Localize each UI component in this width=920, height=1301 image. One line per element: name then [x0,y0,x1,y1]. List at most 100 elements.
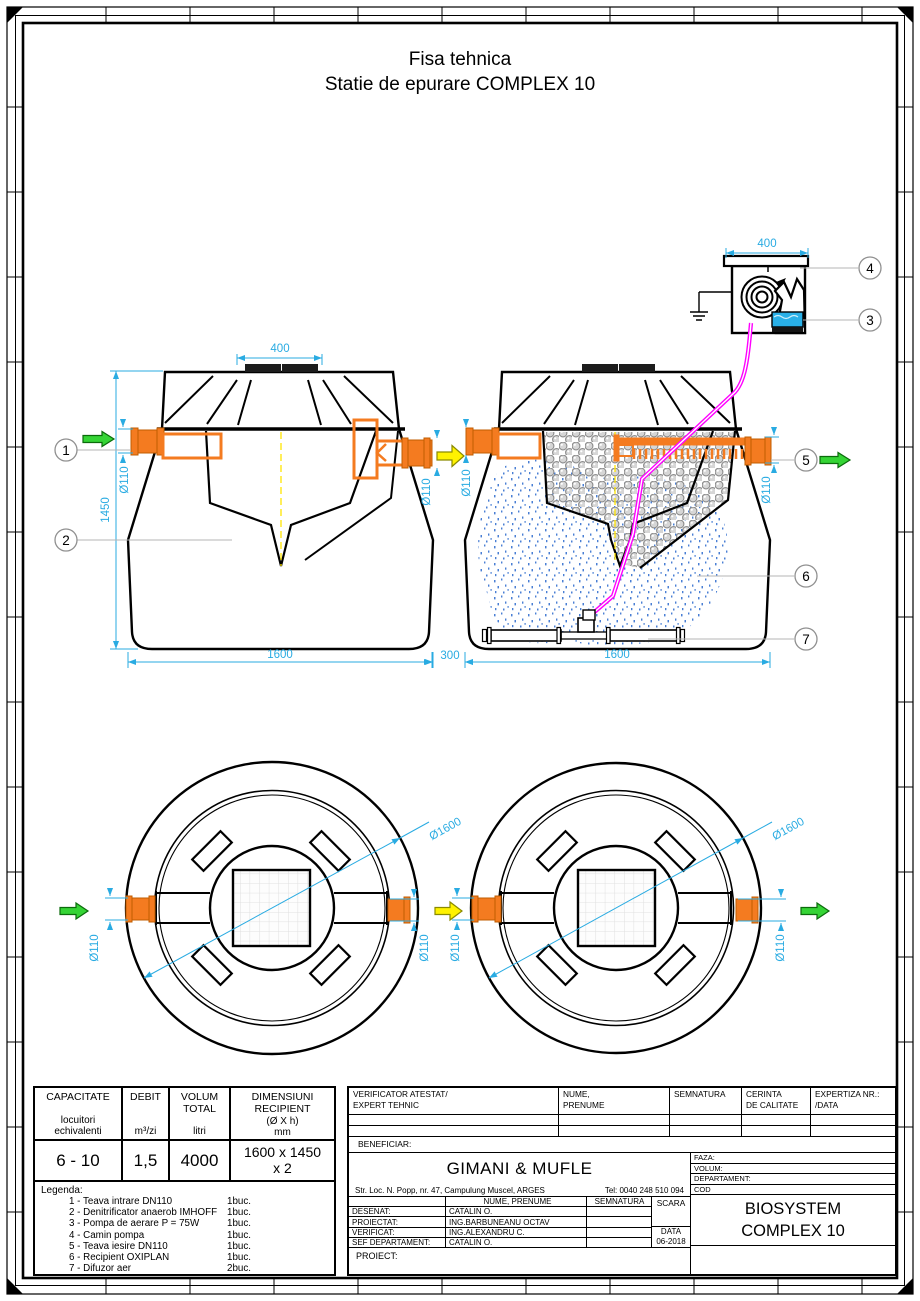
company-phone: Tel: 0040 248 510 094 [604,1186,684,1195]
legend-qty: 1buc. [227,1252,251,1264]
callouts [54,256,882,651]
dim-tank-height: 1450 [100,497,112,523]
data-label: DATA [660,1227,682,1236]
baffle-line [304,430,399,561]
baffle-line [639,430,737,569]
company-name: GIMANI & MUFLE [446,1159,593,1178]
company-address: Str. Loc. N. Popp, nr. 47, Campulung Mus… [355,1186,545,1195]
transfer-arrow [436,444,465,468]
value-capacitate: 6 - 10 [35,1141,123,1180]
legend-qty: 1buc. [227,1229,251,1241]
semnatura-label: SEMNATURA [670,1088,742,1114]
verificator-label: VERIFICATOR ATESTAT/ EXPERT TEHNIC [349,1088,559,1114]
names-header: NUME, PRENUME [446,1197,587,1207]
legend-title: Legenda: [41,1185,83,1196]
inlet-pipe [130,427,165,456]
signatures-table: NUME, PRENUME SEMNATURA DESENAT: CATALIN… [349,1197,690,1248]
dim-plan-pipe: Ø110 [450,934,462,961]
plan-transfer-arrow [434,900,463,922]
left-plan-dims [105,821,430,979]
faza-label: FAZA: [691,1153,895,1164]
imhoff-funnel [541,430,715,570]
left-tank-dimensions [110,354,441,668]
col-debit: DEBIT m³/zi [123,1088,170,1139]
nume-prenume-label: NUME, PRENUME [559,1088,670,1114]
dim-plan-pipe: Ø110 [89,934,101,961]
dim-outlet-dia: Ø110 [421,478,433,505]
dim-plan-pipe: Ø110 [775,934,787,961]
dim-plan-dia: Ø1600 [771,816,807,843]
title-block-main: GIMANI & MUFLE Str. Loc. N. Popp, nr. 47… [349,1153,895,1274]
value-debit: 1,5 [123,1141,170,1180]
row-proiectat: PROIECTAT: ING.BARBUNEANU OCTAV [349,1217,652,1228]
right-tank-dimensions [405,418,779,668]
title-block: VERIFICATOR ATESTAT/ EXPERT TEHNIC NUME,… [347,1086,897,1276]
sheet-title: Fisa tehnica Statie de epurare COMPLEX 1… [0,47,920,97]
dim-lid-width: 400 [270,343,289,355]
proiect-row: PROIECT: [356,1251,398,1261]
lid-cap [245,364,281,372]
leader-lines [77,267,858,640]
row-verificat: VERIFICAT: ING.ALEXANDRU C. [349,1227,652,1238]
product-name: BIOSYSTEM COMPLEX 10 [691,1195,895,1246]
inlet-pipe [465,427,500,456]
outlet-pipe [744,436,772,466]
right-plan-dims [452,821,786,979]
pump-chamber [690,254,810,335]
air-line [582,322,754,621]
dim-plan-pipe: Ø110 [419,934,431,961]
expertiza-label: EXPERTIZA NR.: /DATA [815,1089,880,1110]
callout-4: 4 [866,261,874,276]
departament-label: DEPARTAMENT: [691,1174,895,1185]
col-volum: VOLUM TOTAL litri [170,1088,231,1139]
capacity-table-values: 6 - 10 1,5 4000 1600 x 1450 x 2 [35,1141,334,1182]
legend-qty: 1buc. [227,1218,251,1230]
dim-inlet-dia-2: Ø110 [461,469,473,496]
value-dimensiuni: 1600 x 1450 x 2 [243,1144,322,1176]
legend-qty: 2buc. [227,1263,251,1275]
scara-label: SCARA [652,1197,690,1227]
callout-2: 2 [62,533,70,548]
capacity-table-header: CAPACITATE locuitori echivalenti DEBIT m… [35,1088,334,1141]
company-box: GIMANI & MUFLE Str. Loc. N. Popp, nr. 47… [349,1153,690,1197]
volum-label: VOLUM: [691,1164,895,1174]
inlet-baffle [496,432,542,460]
legend-qty: 1buc. [227,1240,251,1252]
oxiplan-tank-section [463,364,772,651]
callout-5: 5 [802,453,810,468]
callout-1: 1 [62,443,70,458]
dim-pump-width: 400 [757,238,776,250]
callout-6: 6 [802,569,810,584]
title-line-2: Statie de epurare COMPLEX 10 [324,74,596,95]
callout-7: 7 [802,632,810,647]
corner-marks [7,7,913,1294]
sheet-frame [6,6,914,1295]
col-capacitate: CAPACITATE locuitori echivalenti [35,1088,123,1139]
pump-spiral [740,275,786,319]
row-desenat: DESENAT: CATALIN O. [349,1207,652,1218]
dim-gap: 300 [440,650,459,662]
dim-outlet-dia-2: Ø110 [761,476,773,503]
callout-3: 3 [866,313,874,328]
lid-ribs [164,375,394,426]
capacity-table: CAPACITATE locuitori echivalenti DEBIT m… [33,1086,336,1276]
empty-row [349,1126,895,1137]
dim-inlet-dia: Ø110 [119,466,131,493]
title-line-1: Fisa tehnica [408,49,512,70]
inflow-arrow [82,430,116,448]
dim-tank-width-2: 1600 [604,649,630,661]
cerinta-label: CERINTA DE CALITATE [742,1088,811,1114]
dim-plan-dia: Ø1600 [428,816,464,843]
dim-tank-width: 1600 [267,649,293,661]
ground-symbol [690,291,732,321]
air-diffuser [481,617,686,645]
outlet-pipe [401,437,433,469]
semnatura-header: SEMNATURA [594,1197,645,1207]
